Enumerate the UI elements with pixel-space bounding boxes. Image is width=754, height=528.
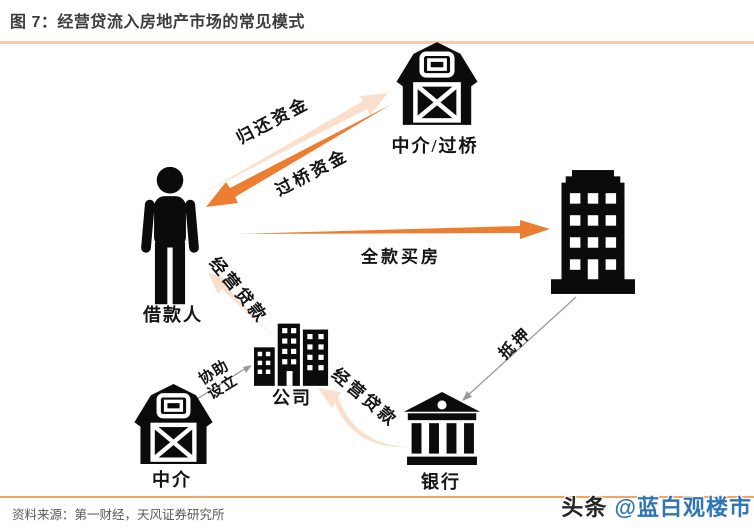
watermark: 头条 @蓝白观楼市 <box>561 490 752 522</box>
node-label-broker-bottom: 中介 <box>152 470 192 490</box>
bridge-funds-arrow <box>206 104 392 207</box>
building-icon <box>551 170 635 294</box>
watermark-prefix: 头条 <box>561 495 608 520</box>
barn-icon <box>396 42 478 125</box>
full-payment-arrow <box>236 220 550 239</box>
node-broker-bottom <box>130 384 217 464</box>
source-note: 资料来源：第一财经，天风证券研究所 <box>12 508 225 522</box>
edge-label-full-payment: 全款买房 <box>361 247 441 267</box>
bank-icon <box>404 392 480 465</box>
company-buildings-icon <box>254 323 329 386</box>
edge-label-business-loan-to-company: 经营贷款 <box>327 364 402 431</box>
edge-label-bridge: 过桥资金 <box>272 145 352 200</box>
node-company <box>254 322 334 386</box>
person-icon <box>141 166 199 305</box>
node-borrower <box>130 166 210 306</box>
edge-label-repay: 归还资金 <box>233 93 313 148</box>
edge-label-mortgage: 抵押 <box>496 324 536 364</box>
node-bank <box>404 392 480 465</box>
barn-icon <box>134 384 213 464</box>
bottom-divider-line <box>0 496 754 498</box>
node-broker-top <box>392 42 482 125</box>
node-property <box>551 170 635 294</box>
node-label-company: 公司 <box>272 388 312 408</box>
watermark-handle: @蓝白观楼市 <box>614 495 752 520</box>
top-divider-line <box>0 41 754 44</box>
figure-title: 图 7：经营贷流入房地产市场的常见模式 <box>10 14 305 31</box>
node-label-borrower: 借款人 <box>143 305 203 325</box>
node-label-broker-top: 中介/过桥 <box>391 136 479 156</box>
node-label-bank: 银行 <box>421 472 461 492</box>
edge-label-business-loan-to-borrower: 经营贷款 <box>205 253 272 328</box>
